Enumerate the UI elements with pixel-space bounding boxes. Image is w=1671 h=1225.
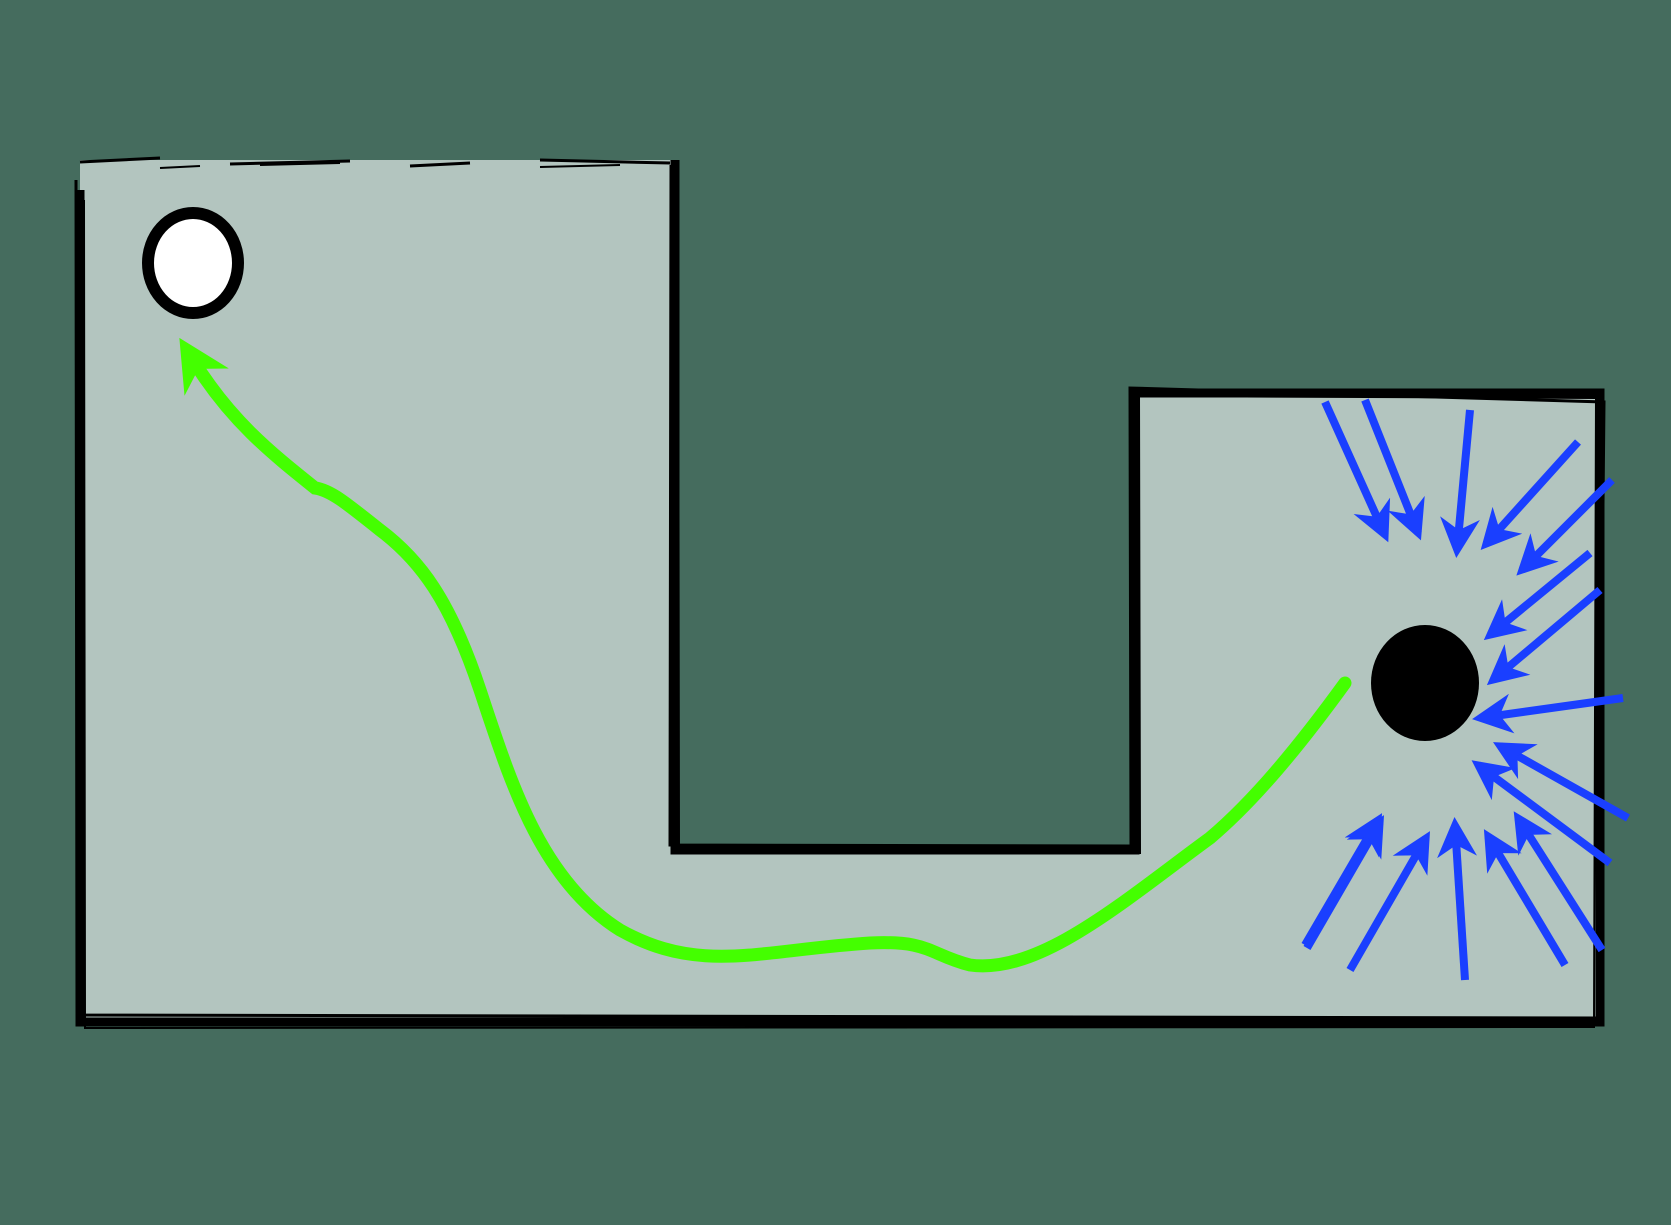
converging-arrow [1516, 477, 1615, 576]
converging-arrow [1437, 817, 1478, 981]
goal-marker [142, 207, 244, 319]
trajectory-path [179, 337, 1352, 973]
room-floor [80, 160, 1600, 1022]
converging-arrow [1493, 742, 1630, 822]
start-marker [1371, 625, 1479, 741]
converging-arrow [1480, 439, 1581, 550]
converging-arrow [1301, 813, 1383, 948]
room-walls [74, 156, 1606, 1030]
converging-arrow [1472, 693, 1624, 734]
converging-arrow [1321, 400, 1391, 543]
converging-arrow [1486, 586, 1603, 686]
converging-arrow [1513, 811, 1606, 953]
converging-arrow [1483, 549, 1593, 641]
converging-arrow [1483, 829, 1569, 968]
converging-arrow [1346, 831, 1430, 972]
converging-arrow [1440, 409, 1480, 558]
converging-arrows [1301, 398, 1630, 981]
converging-arrow [1361, 398, 1425, 541]
